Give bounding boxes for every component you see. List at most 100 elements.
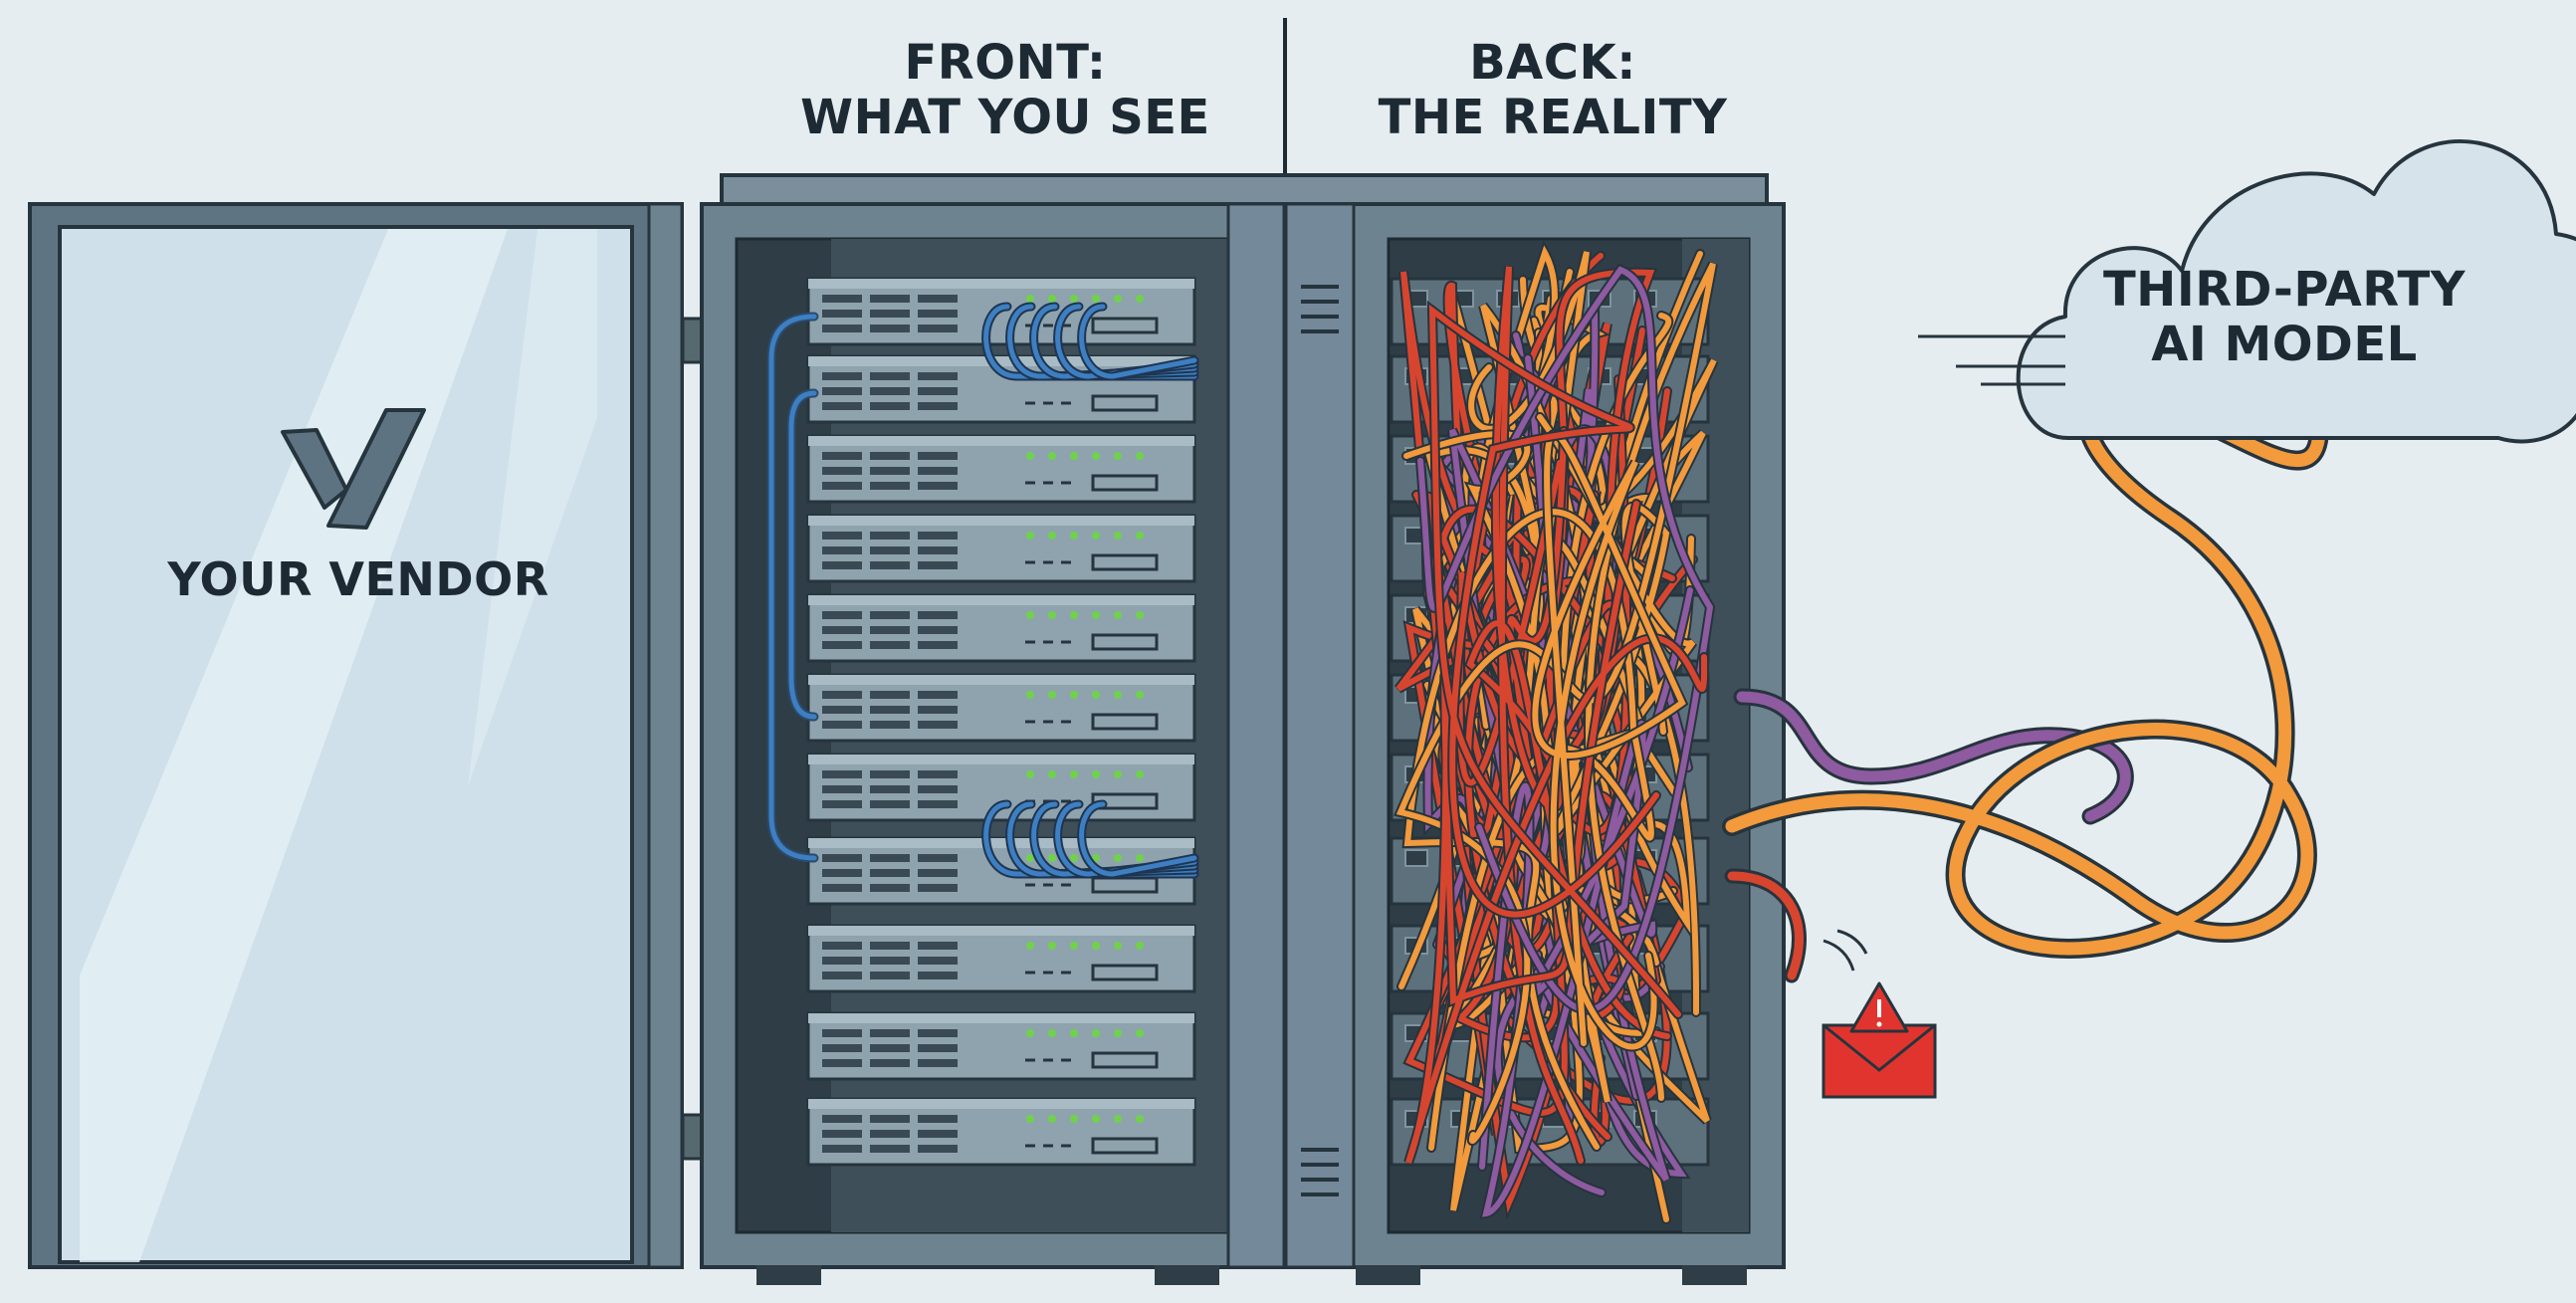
status-led bbox=[1114, 942, 1122, 950]
drive-slot bbox=[870, 561, 910, 569]
drive-slot bbox=[870, 467, 910, 475]
drive-slot bbox=[918, 611, 958, 619]
drive-slot bbox=[822, 402, 862, 410]
drive-slot bbox=[870, 325, 910, 332]
status-led bbox=[1026, 1029, 1034, 1037]
drive-slot bbox=[870, 869, 910, 877]
status-led bbox=[1048, 691, 1056, 699]
port-slot bbox=[1091, 317, 1159, 334]
drive-slot bbox=[870, 532, 910, 540]
status-led bbox=[1026, 532, 1034, 540]
drive-slot bbox=[870, 1044, 910, 1052]
status-led bbox=[1136, 854, 1144, 862]
status-led bbox=[1048, 611, 1056, 619]
status-led bbox=[1114, 1029, 1122, 1037]
tangled-cables bbox=[1394, 240, 1719, 1224]
status-led bbox=[1092, 295, 1100, 303]
drive-slot bbox=[918, 1059, 958, 1067]
drive-slot bbox=[870, 1115, 910, 1123]
status-led bbox=[1026, 770, 1034, 778]
drive-slot bbox=[822, 972, 862, 979]
status-led bbox=[1026, 691, 1034, 699]
status-led bbox=[1070, 452, 1078, 460]
drive-slot bbox=[918, 402, 958, 410]
cloud-title-line2: AI MODEL bbox=[2151, 316, 2418, 372]
drive-slot bbox=[822, 561, 862, 569]
drive-slot bbox=[870, 402, 910, 410]
status-led bbox=[1026, 942, 1034, 950]
drive-slot bbox=[918, 1029, 958, 1037]
drive-slot bbox=[918, 785, 958, 793]
drive-slot bbox=[870, 691, 910, 699]
status-led bbox=[1136, 770, 1144, 778]
drive-slot bbox=[918, 641, 958, 649]
drive-slot bbox=[918, 372, 958, 380]
status-led bbox=[1026, 854, 1034, 862]
drive-slot bbox=[822, 942, 862, 950]
outgoing-cables bbox=[1722, 386, 2329, 983]
front-cable-loops bbox=[981, 302, 1199, 879]
status-led bbox=[1114, 532, 1122, 540]
status-led bbox=[1136, 1115, 1144, 1123]
drive-slot bbox=[918, 482, 958, 490]
status-led bbox=[1070, 611, 1078, 619]
status-led bbox=[1048, 1029, 1056, 1037]
vent-slots-bottom bbox=[1301, 1148, 1339, 1196]
drive-slot bbox=[918, 869, 958, 877]
drive-slot bbox=[822, 387, 862, 395]
drive-slot bbox=[918, 295, 958, 303]
server-unit bbox=[806, 1097, 1196, 1167]
vendor-name-text: YOUR VENDOR bbox=[167, 552, 549, 606]
status-led bbox=[1092, 1029, 1100, 1037]
front-title: FRONT: WHAT YOU SEE bbox=[776, 36, 1234, 144]
port-slot bbox=[1091, 964, 1159, 981]
status-led bbox=[1070, 691, 1078, 699]
drive-slot bbox=[822, 691, 862, 699]
server-unit bbox=[806, 673, 1196, 743]
drive-slot bbox=[918, 1145, 958, 1153]
status-led bbox=[1136, 452, 1144, 460]
drive-slot bbox=[918, 942, 958, 950]
drive-slot bbox=[870, 721, 910, 729]
back-title-line1: BACK: bbox=[1469, 35, 1636, 91]
server-unit bbox=[806, 434, 1196, 504]
drive-slot bbox=[870, 1059, 910, 1067]
port-slot bbox=[1091, 633, 1159, 651]
cloud-icon bbox=[2016, 138, 2576, 444]
status-led bbox=[1070, 854, 1078, 862]
front-rack bbox=[700, 173, 1769, 1285]
drive-slot bbox=[870, 372, 910, 380]
port-slot bbox=[1091, 1051, 1159, 1069]
port-slot bbox=[1091, 792, 1159, 810]
drive-slot bbox=[918, 452, 958, 460]
cloud-title-line1: THIRD-PARTY bbox=[2102, 262, 2467, 318]
status-led bbox=[1048, 532, 1056, 540]
status-led bbox=[1070, 1029, 1078, 1037]
status-led bbox=[1092, 854, 1100, 862]
drive-slot bbox=[822, 957, 862, 965]
drive-slot bbox=[822, 546, 862, 554]
status-led bbox=[1114, 611, 1122, 619]
drive-slot bbox=[918, 325, 958, 332]
status-led bbox=[1048, 295, 1056, 303]
drive-slot bbox=[822, 785, 862, 793]
drive-slot bbox=[822, 452, 862, 460]
status-led bbox=[1026, 452, 1034, 460]
status-led bbox=[1026, 1115, 1034, 1123]
drive-slot bbox=[822, 800, 862, 808]
drive-slot bbox=[822, 854, 862, 862]
front-title-line2: WHAT YOU SEE bbox=[800, 89, 1210, 145]
drive-slot bbox=[870, 785, 910, 793]
drive-slot bbox=[870, 452, 910, 460]
back-title-line2: THE REALITY bbox=[1378, 89, 1728, 145]
drive-slot bbox=[918, 467, 958, 475]
drive-slot bbox=[918, 1130, 958, 1138]
drive-slot bbox=[822, 1115, 862, 1123]
drive-slot bbox=[870, 641, 910, 649]
status-led bbox=[1136, 532, 1144, 540]
status-led bbox=[1092, 770, 1100, 778]
drive-slot bbox=[822, 1130, 862, 1138]
drive-slot bbox=[918, 1044, 958, 1052]
drive-slot bbox=[918, 626, 958, 634]
drive-slot bbox=[822, 482, 862, 490]
